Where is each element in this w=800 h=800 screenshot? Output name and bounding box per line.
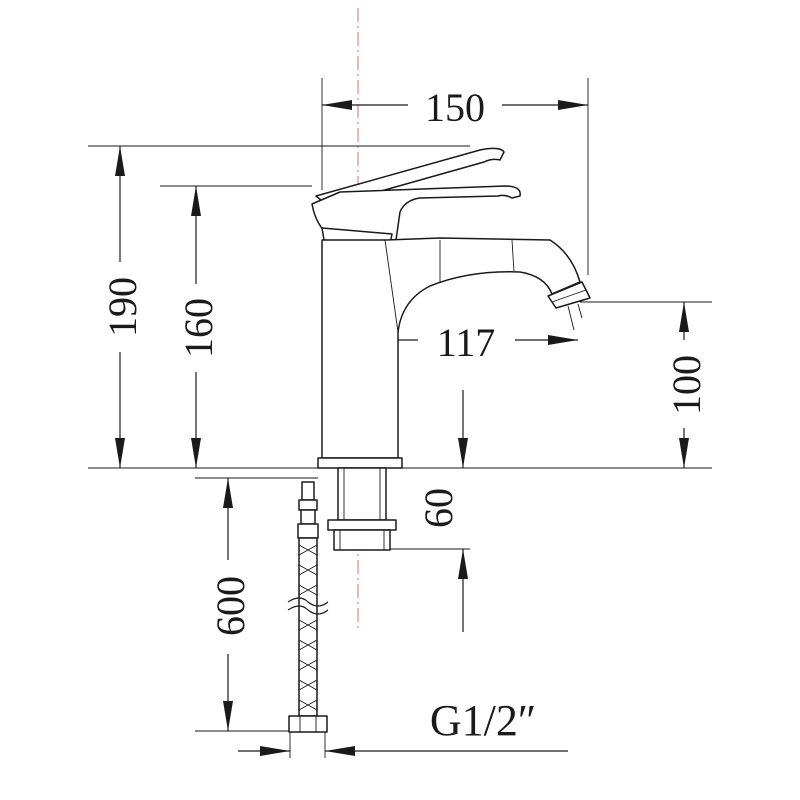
hose-top-fitting	[300, 509, 316, 525]
hose-braid	[298, 537, 318, 717]
dimension-thread: G1/2″	[238, 696, 568, 758]
dimension-60: 60	[416, 390, 468, 632]
dim-160-label: 160	[176, 298, 221, 358]
shank-nut	[333, 529, 391, 551]
dim-190-label: 190	[100, 277, 145, 337]
faucet-column	[321, 237, 581, 459]
shank-upper	[337, 467, 387, 521]
faucet-body	[311, 147, 591, 469]
thread-label: G1/2″	[430, 696, 536, 745]
column-edge	[384, 239, 399, 333]
dim-60-label: 60	[416, 488, 461, 528]
aerator	[547, 281, 591, 309]
hose-top-ring	[298, 499, 318, 511]
water-stream	[567, 305, 575, 331]
dim-100-label: 100	[664, 355, 709, 415]
hose-top-nipple	[301, 481, 315, 501]
shank-washer	[327, 519, 397, 531]
water-stream-2	[577, 303, 583, 319]
dimension-150: 150	[322, 85, 588, 130]
dimension-190: 190	[100, 146, 145, 468]
dimension-600: 600	[208, 478, 253, 731]
base-flange	[317, 457, 403, 469]
spout-joint-right	[511, 239, 515, 273]
braid-pattern	[298, 544, 318, 711]
dim-150-label: 150	[425, 85, 485, 130]
break-mark-top	[287, 597, 329, 607]
hose-bottom-nut	[288, 715, 328, 733]
dimension-160: 160	[176, 186, 221, 468]
aerator-ring	[551, 289, 587, 303]
threaded-shank	[327, 467, 397, 551]
break-mark-bottom	[287, 605, 329, 615]
dim-117-label: 117	[437, 320, 496, 365]
hose-top-crimp	[297, 523, 319, 539]
flexible-hose	[287, 481, 329, 733]
dim-600-label: 600	[208, 576, 253, 636]
dimension-100: 100	[664, 302, 709, 468]
